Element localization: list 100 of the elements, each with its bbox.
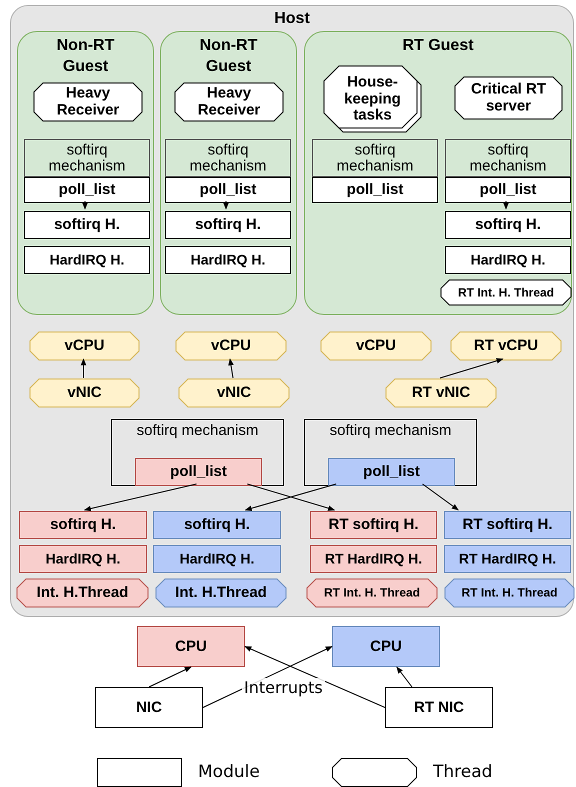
node-label: House-keeping tasks — [343, 74, 402, 124]
node-label: HardIRQ H. — [44, 551, 122, 567]
thread-node — [175, 83, 283, 121]
mechanism-box — [445, 139, 571, 177]
node-label: RT NIC — [413, 699, 465, 716]
arrow — [223, 200, 229, 210]
node-label: poll_list — [362, 464, 421, 480]
module-box — [137, 626, 245, 667]
thread-node — [17, 579, 148, 607]
thread-stack-node — [324, 66, 421, 132]
arrow — [503, 200, 509, 210]
arrow — [422, 484, 459, 510]
node-label: softirq H. — [474, 216, 542, 234]
arrow — [440, 358, 504, 378]
arrow — [396, 666, 412, 688]
legend-label: Thread — [433, 762, 492, 782]
thread-node — [445, 579, 574, 607]
module-box — [165, 177, 291, 203]
module-box — [444, 545, 571, 573]
guest-panel — [17, 31, 154, 315]
node-label: Int. H.Thread — [36, 584, 130, 602]
node-label: poll_list — [198, 182, 258, 198]
node-label: poll_list — [169, 464, 228, 480]
node-label: Critical RT server — [470, 82, 547, 114]
node-label: softirq H. — [53, 216, 121, 234]
module-box — [19, 511, 147, 539]
module-box — [310, 511, 437, 539]
mechanism-box — [312, 139, 438, 177]
thread-node — [30, 332, 139, 360]
panel-title: RT Guest — [401, 36, 475, 56]
panel-title: Host — [273, 9, 311, 29]
node-label: CPU — [174, 638, 208, 655]
node-label: HardIRQ H. — [48, 252, 126, 268]
guest-panel — [304, 31, 572, 315]
module-box — [385, 687, 493, 728]
annotation: Interrupts — [242, 678, 325, 697]
node-label: vCPU — [210, 338, 252, 354]
node-label: NIC — [135, 699, 163, 716]
node-label: poll_list — [346, 182, 404, 198]
module-box — [95, 687, 203, 728]
arrow — [84, 484, 197, 512]
module-box — [445, 177, 571, 203]
node-label: Int. H.Thread — [174, 584, 268, 602]
node-label: poll_list — [58, 182, 116, 198]
module-box — [24, 246, 150, 274]
mechanism-label: softirq mechanism — [48, 142, 126, 174]
node-label: RT HardIRQ H. — [458, 551, 558, 567]
node-label: RT Int. H. Thread — [457, 286, 555, 300]
module-box — [328, 458, 455, 486]
node-label: RT vNIC — [410, 384, 472, 402]
node-label: RT Int. H. Thread — [460, 586, 558, 600]
thread-node — [176, 332, 286, 360]
mechanism-box — [304, 419, 477, 486]
node-label: Heavy Receiver — [56, 86, 120, 118]
arrow — [80, 358, 86, 378]
panel-title: Non-RT Guest — [56, 36, 116, 77]
module-box — [135, 458, 262, 486]
arrow — [228, 358, 234, 378]
thread-node — [30, 379, 139, 407]
module-box — [153, 511, 281, 539]
node-label: RT HardIRQ H. — [324, 551, 424, 567]
module-box — [445, 211, 571, 239]
mechanism-label: softirq mechanism — [136, 423, 260, 439]
legend-label: Module — [198, 762, 260, 782]
node-label: softirq H. — [183, 516, 251, 534]
module-box — [24, 177, 150, 203]
mechanism-box — [165, 139, 291, 177]
node-label: vCPU — [63, 338, 106, 354]
node-label: poll_list — [478, 182, 538, 198]
host-panel — [10, 5, 574, 617]
mechanism-label: softirq mechanism — [336, 142, 414, 174]
thread-node — [321, 332, 431, 360]
thread-node — [307, 579, 437, 607]
module-box — [165, 211, 291, 239]
node-label: RT softirq H. — [462, 516, 554, 534]
thread-node — [156, 579, 286, 607]
node-label: vNIC — [66, 384, 103, 402]
node-label: HardIRQ H. — [190, 252, 266, 268]
arrow — [82, 200, 88, 210]
node-label: RT Int. H. Thread — [323, 586, 421, 600]
mechanism-label: softirq mechanism — [468, 142, 548, 174]
guest-panel — [160, 31, 297, 315]
node-label: RT vCPU — [472, 338, 540, 354]
node-label: HardIRQ H. — [470, 252, 546, 268]
node-label: Heavy Receiver — [196, 86, 262, 118]
module-box — [444, 511, 571, 539]
node-label: vCPU — [354, 338, 397, 354]
module-box — [445, 246, 571, 274]
node-label: HardIRQ H. — [178, 551, 256, 567]
panel-title: Non-RT Guest — [198, 36, 258, 77]
module-box — [19, 545, 147, 573]
module-box — [24, 211, 150, 239]
mechanism-label: softirq mechanism — [328, 423, 452, 439]
node-label: RT softirq H. — [328, 516, 420, 534]
thread-node — [441, 280, 571, 305]
module-box — [312, 177, 438, 203]
mechanism-box — [24, 139, 150, 177]
thread-node — [455, 77, 562, 119]
thread-node — [34, 83, 142, 121]
thread-node — [451, 332, 561, 360]
